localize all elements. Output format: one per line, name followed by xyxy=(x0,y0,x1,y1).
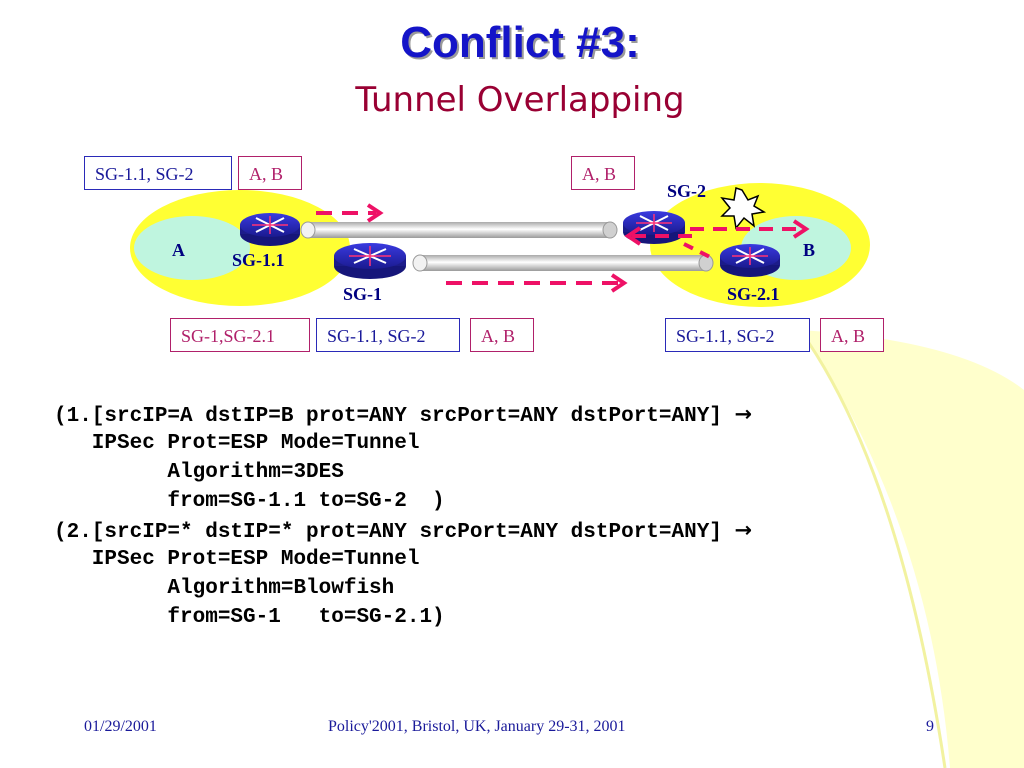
policy-line: Algorithm=3DES xyxy=(54,461,344,484)
tunnel-pipe-lower xyxy=(412,254,714,272)
policy-line: (1.[srcIP=A dstIP=B prot=ANY srcPort=ANY… xyxy=(54,400,752,429)
background-swoosh-edge xyxy=(798,329,947,768)
footer-date: 01/29/2001 xyxy=(84,718,157,735)
bottom-box-tunnel-endpoints-sg-2: SG-1.1, SG-2 xyxy=(665,318,810,352)
policy-listing: (1.[srcIP=A dstIP=B prot=ANY srcPort=ANY… xyxy=(54,400,752,632)
tunnel-pipe-upper xyxy=(300,221,618,239)
host-a-area xyxy=(134,216,250,280)
host-a-label: A xyxy=(172,240,185,260)
router-sg-2-1-icon xyxy=(720,244,780,277)
sg-2-label: SG-2 xyxy=(667,181,707,201)
bottom-box-hosts-left: A, B xyxy=(470,318,534,352)
router-sg-1-1-icon xyxy=(240,213,300,246)
sg-2-1-label: SG-2.1 xyxy=(727,284,780,304)
top-box-hosts-left: A, B xyxy=(238,156,302,190)
policy-line: IPSec Prot=ESP Mode=Tunnel xyxy=(54,432,420,455)
policy-line: IPSec Prot=ESP Mode=Tunnel xyxy=(54,548,420,571)
policy-line: from=SG-1.1 to=SG-2 ) xyxy=(54,490,445,513)
sg-1-label: SG-1 xyxy=(343,284,383,304)
top-box-tunnel-endpoints: SG-1.1, SG-2 xyxy=(84,156,232,190)
footer-page-number: 9 xyxy=(926,718,934,735)
conflict-burst-icon xyxy=(720,187,767,230)
background-swoosh xyxy=(800,330,1024,768)
policy-line-text: (2.[srcIP=* dstIP=* prot=ANY srcPort=ANY… xyxy=(54,521,722,544)
dashed-arrow-sg-1-1 xyxy=(316,203,384,223)
right-arrow-icon: → xyxy=(734,402,753,426)
slide-title: Conflict #3: xyxy=(400,18,640,67)
sg-1-1-label: SG-1.1 xyxy=(232,250,285,270)
dashed-arrow-sg-1 xyxy=(446,273,628,293)
bottom-box-hosts-right: A, B xyxy=(820,318,884,352)
bottom-box-tunnel-endpoints-sg-1-1: SG-1.1, SG-2 xyxy=(316,318,460,352)
dashed-arrow-sg-2 xyxy=(624,219,810,262)
bottom-box-tunnel-endpoints-sg-1: SG-1,SG-2.1 xyxy=(170,318,310,352)
slide-subtitle: Tunnel Overlapping xyxy=(355,80,685,120)
router-sg-1-icon xyxy=(334,243,406,279)
right-arrow-icon: → xyxy=(734,518,753,542)
policy-line-text: (1.[srcIP=A dstIP=B prot=ANY srcPort=ANY… xyxy=(54,405,722,428)
footer-conference: Policy'2001, Bristol, UK, January 29-31,… xyxy=(328,718,626,735)
host-b-label: B xyxy=(803,240,816,260)
top-box-hosts-right: A, B xyxy=(571,156,635,190)
policy-line: (2.[srcIP=* dstIP=* prot=ANY srcPort=ANY… xyxy=(54,516,752,545)
policy-line: from=SG-1 to=SG-2.1) xyxy=(54,606,445,629)
policy-line: Algorithm=Blowfish xyxy=(54,577,395,600)
